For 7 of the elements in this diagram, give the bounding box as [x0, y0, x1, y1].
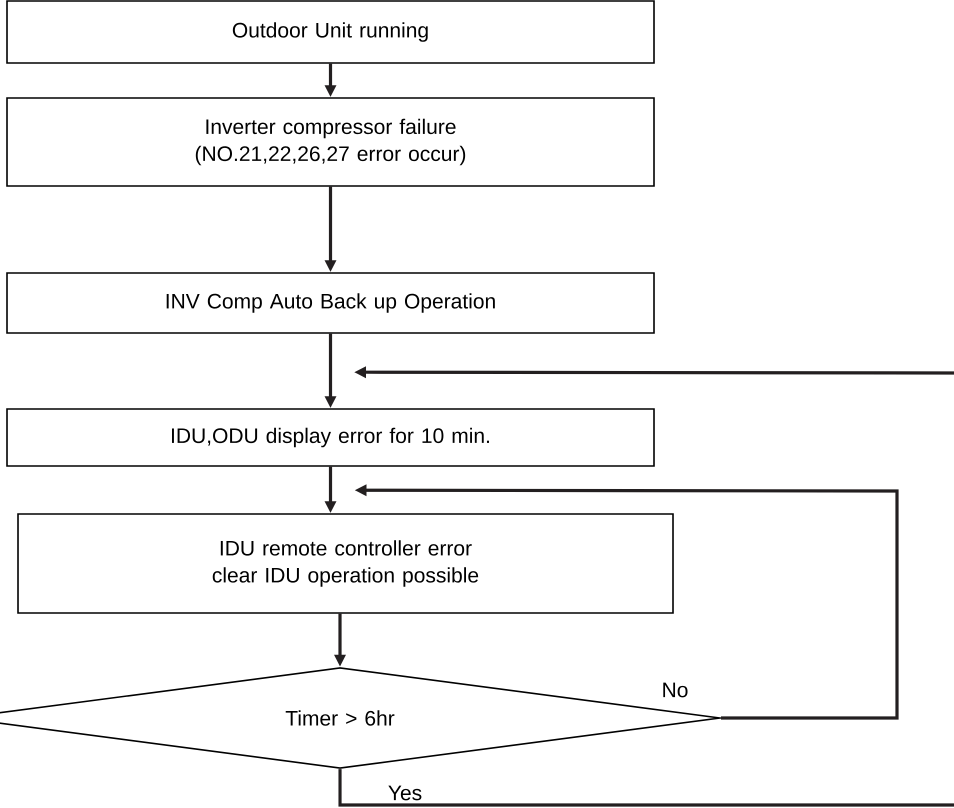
process-box: IDU remote controller error clear IDU operation possible: [17, 513, 674, 614]
process-box: Inverter compressor failure (NO.21,22,26,27 error occur): [6, 97, 655, 187]
process-box: Outdoor Unit running: [6, 0, 655, 64]
process-box: INV Comp Auto Back up Operation: [6, 272, 655, 334]
edge-label: No: [660, 682, 690, 698]
process-box: IDU,ODU display error for 10 min.: [6, 408, 655, 467]
edge-label: Yes: [386, 784, 424, 802]
